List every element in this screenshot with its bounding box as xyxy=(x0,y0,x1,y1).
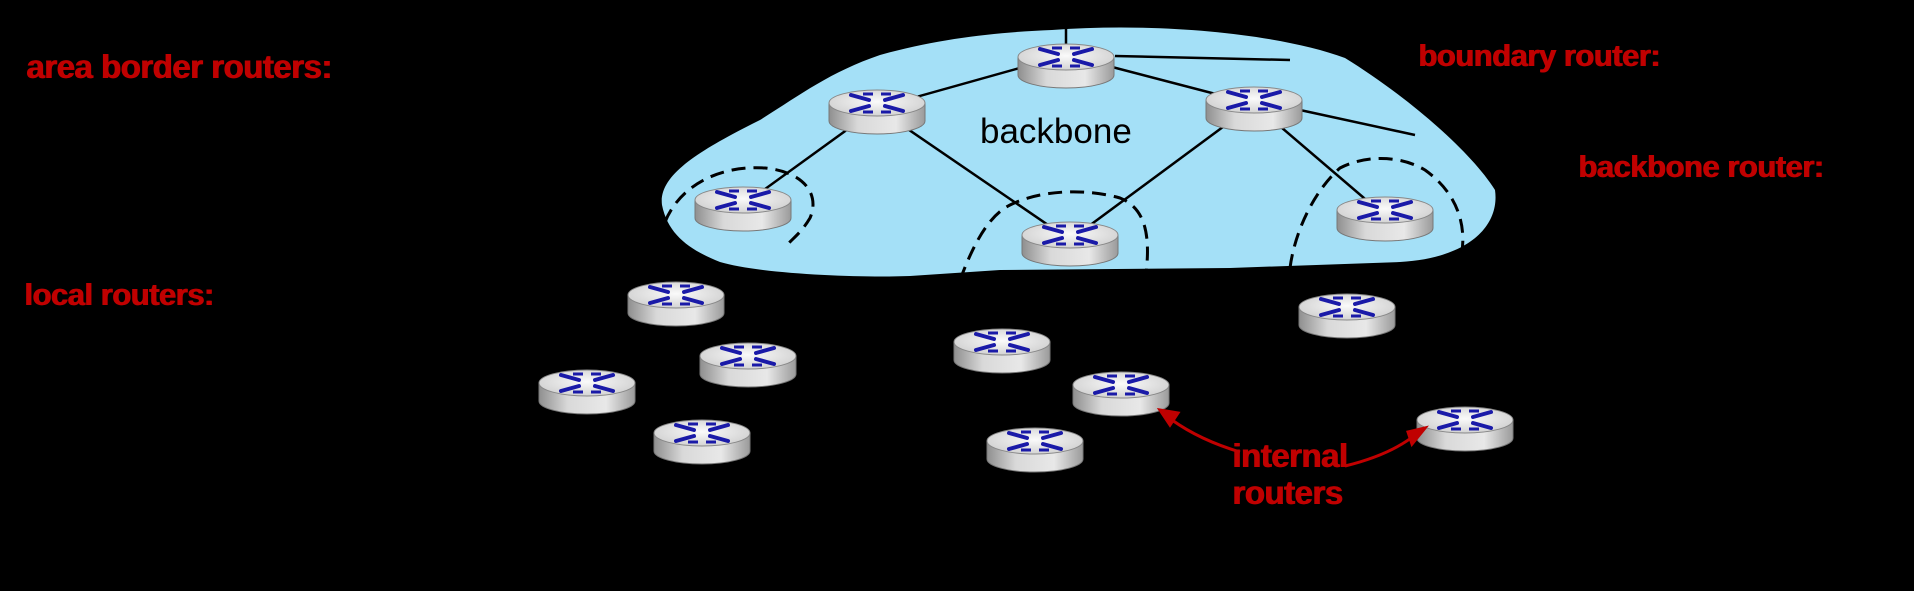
router-local-7 xyxy=(985,426,1085,474)
internal-routers-line1: internal xyxy=(1232,437,1348,474)
router-local-8 xyxy=(1297,292,1397,340)
boundary-router-label: boundary router: xyxy=(1418,38,1660,73)
router-area-border-middle xyxy=(1020,220,1120,268)
internal-routers-label: internal routers xyxy=(1232,437,1348,511)
internal-router-arrows xyxy=(1156,407,1429,468)
router-area-border-left xyxy=(693,185,793,233)
area-boundaries xyxy=(663,157,1465,283)
router-backbone-left xyxy=(827,88,927,136)
router-backbone-right xyxy=(1204,85,1304,133)
router-local-3 xyxy=(537,368,637,416)
backbone-label: backbone xyxy=(980,112,1132,151)
router-backbone-top xyxy=(1016,42,1116,90)
backbone-router-label: backbone router: xyxy=(1578,149,1824,184)
router-area-border-right xyxy=(1335,195,1435,243)
router-local-6 xyxy=(1071,370,1171,418)
router-local-5 xyxy=(952,327,1052,375)
router-local-1 xyxy=(626,280,726,328)
internal-routers-line2: routers xyxy=(1232,474,1343,511)
area-border-routers-label: area border routers: xyxy=(26,48,332,85)
router-local-4 xyxy=(652,418,752,466)
router-local-2 xyxy=(698,341,798,389)
local-routers-label: local routers: xyxy=(24,277,214,312)
router-local-9 xyxy=(1415,405,1515,453)
